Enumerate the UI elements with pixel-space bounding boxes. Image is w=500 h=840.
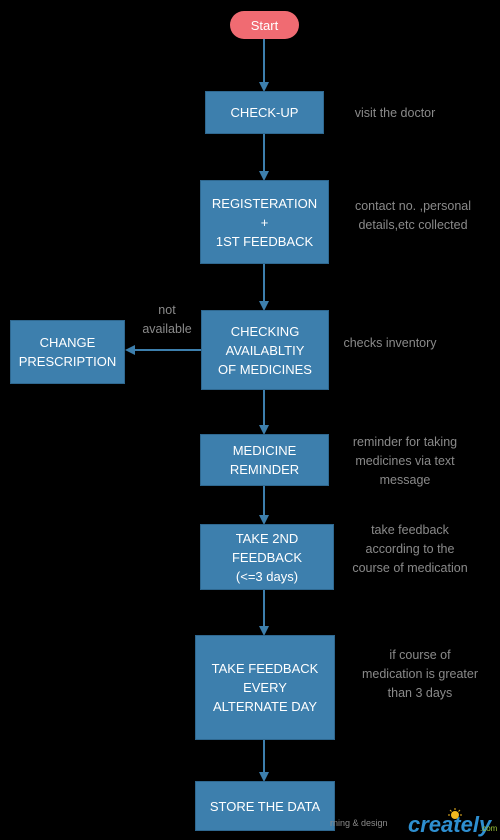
- node-medicine-reminder: MEDICINE REMINDER: [200, 434, 329, 486]
- node-checking-availability: CHECKING AVAILABLTIY OF MEDICINES: [201, 310, 329, 390]
- node-change-prescription: CHANGE PRESCRIPTION: [10, 320, 125, 384]
- note-not-available: not available: [142, 303, 192, 336]
- creately-watermark: rning & design creately .com: [320, 808, 500, 840]
- node-registration: REGISTERATION + 1ST FEEDBACK: [200, 180, 329, 264]
- note-feedback-alt: if course of medication is greater than …: [361, 648, 479, 700]
- note-reminder: reminder for taking medicines via text m…: [352, 435, 458, 487]
- node-store-data: STORE THE DATA: [195, 781, 335, 831]
- start-terminal: Start: [230, 11, 299, 39]
- watermark-prefix: rning & design: [330, 818, 388, 828]
- node-take-feedback-alternate: TAKE FEEDBACK EVERY ALTERNATE DAY: [195, 635, 335, 740]
- note-registration: contact no. ,personal details,etc collec…: [354, 199, 472, 232]
- note-checkup: visit the doctor: [354, 106, 436, 120]
- node-checkup: CHECK-UP: [205, 91, 324, 134]
- creately-logo-text: creately: [408, 812, 492, 837]
- note-feedback2: take feedback according to the course of…: [352, 523, 468, 575]
- node-take-2nd-feedback: TAKE 2ND FEEDBACK (<=3 days): [200, 524, 334, 590]
- watermark-suffix: .com: [480, 824, 498, 833]
- note-checking: checks inventory: [343, 336, 437, 350]
- lightbulb-icon: [448, 808, 462, 819]
